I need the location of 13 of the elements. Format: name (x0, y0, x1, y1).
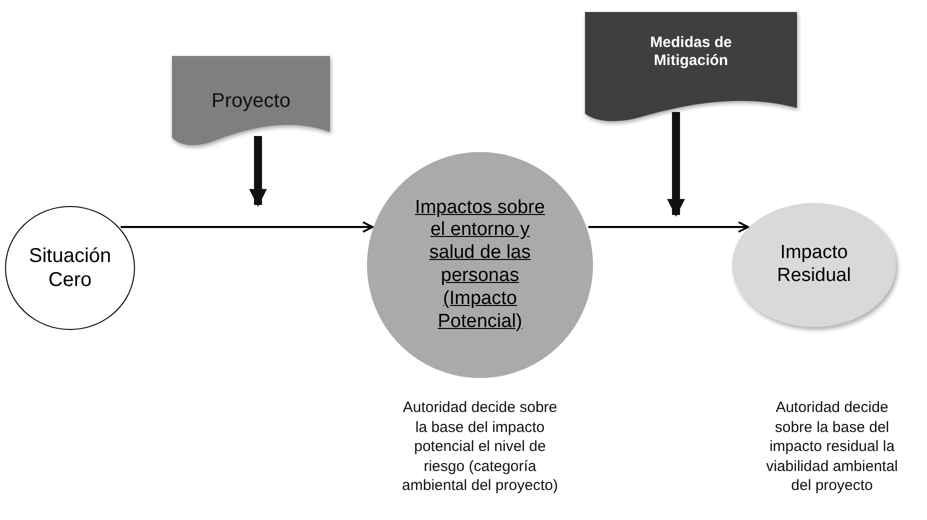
document-shape (585, 12, 797, 122)
node-label: Medidas de Mitigación (649, 34, 733, 70)
arrow (249, 136, 267, 207)
arrow (667, 112, 685, 217)
caption-text: Autoridad decide sobre la base del impacto potencial el nivel de riesgo (categoría ambiental del proyecto) (401, 398, 559, 496)
node-label: Impactos sobre el entorno y salud de las personas (Impacto Potencial) (414, 196, 546, 334)
node-label: Impacto Residual (776, 242, 852, 288)
arrow (588, 221, 750, 233)
document-shape (172, 56, 330, 146)
arrow (120, 221, 374, 233)
node-label: Situación Cero (28, 244, 112, 292)
node-label: Proyecto (210, 89, 292, 113)
note-text: Autoridad decide sobre la base del impacto residual la viabilidad ambiental del proyecto (765, 398, 899, 496)
